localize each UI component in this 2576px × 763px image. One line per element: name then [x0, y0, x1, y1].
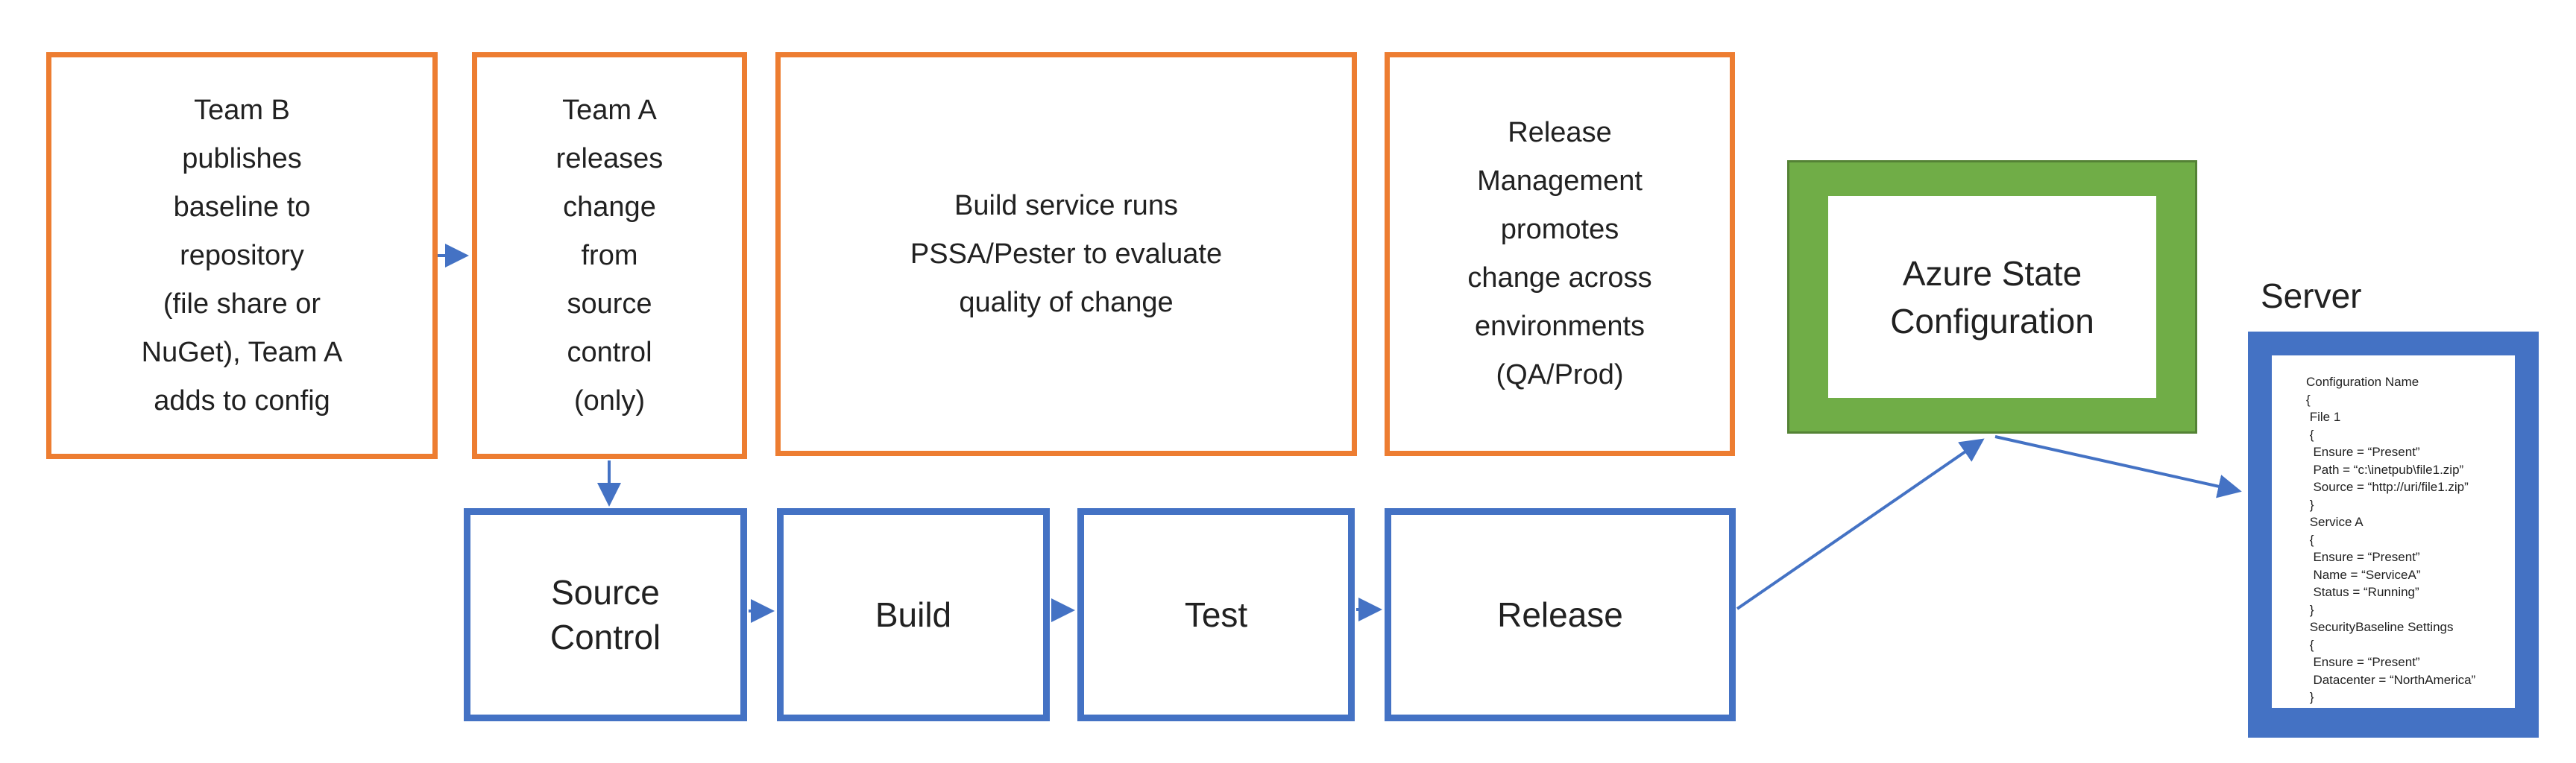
test-box: Test — [1077, 508, 1355, 721]
team-a-releases-label: Team A releases change from source contr… — [555, 94, 664, 417]
server-box-inner: Configuration Name { File 1 { Ensure = “… — [2272, 355, 2515, 708]
team-b-publishes-label: Team B publishes baseline to repository … — [141, 94, 343, 417]
build-label: Build — [875, 595, 952, 634]
azure-state-configuration-box: Azure State Configuration — [1787, 160, 2197, 434]
build-service-box: Build service runs PSSA/Pester to evalua… — [775, 52, 1357, 456]
build-box: Build — [777, 508, 1050, 721]
server-label: Server — [2261, 276, 2362, 315]
azure-state-configuration-inner: Azure State Configuration — [1828, 196, 2156, 398]
source-control-label: Source Control — [549, 573, 661, 656]
team-a-releases-box: Team A releases change from source contr… — [472, 52, 747, 459]
server-box: Configuration Name { File 1 { Ensure = “… — [2248, 332, 2539, 738]
build-service-label: Build service runs PSSA/Pester to evalua… — [910, 189, 1223, 318]
arrow-release-to-azure — [1736, 438, 1985, 610]
release-box: Release — [1385, 508, 1736, 721]
test-label: Test — [1184, 595, 1248, 634]
team-b-publishes-box: Team B publishes baseline to repository … — [46, 52, 438, 459]
source-control-box: Source Control — [464, 508, 747, 721]
release-label: Release — [1497, 595, 1623, 634]
release-management-label: Release Management promotes change acros… — [1467, 117, 1652, 390]
release-management-box: Release Management promotes change acros… — [1385, 52, 1735, 456]
arrow-azure-to-server — [1994, 435, 2242, 498]
server-config-text: Configuration Name { File 1 { Ensure = “… — [2306, 375, 2476, 708]
azure-state-configuration-label: Azure State Configuration — [1890, 253, 2094, 341]
